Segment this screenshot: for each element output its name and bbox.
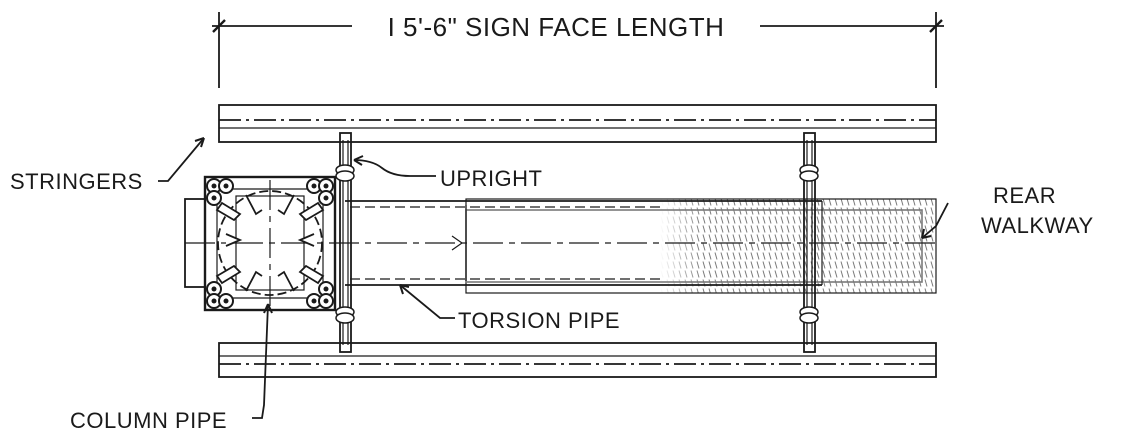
torsion-pipe-leader	[399, 284, 455, 319]
column-pipe-label: COLUMN PIPE	[70, 408, 227, 433]
dimension-label: I 5'-6" SIGN FACE LENGTH	[388, 12, 725, 42]
right-upright	[799, 132, 819, 353]
sign-face-length-dimension: I 5'-6" SIGN FACE LENGTH	[212, 12, 944, 88]
column-connection	[184, 175, 337, 312]
upright-label: UPRIGHT	[440, 166, 543, 191]
bottom-stringer	[218, 342, 937, 378]
gusset-plates	[215, 194, 325, 292]
top-stringer	[218, 104, 937, 143]
upright-leader	[353, 159, 436, 177]
left-upright	[335, 132, 355, 353]
column-pipe-leader	[252, 303, 269, 419]
rear-walkway-label-line1: REAR	[993, 183, 1056, 208]
dimension-tick-left	[212, 19, 226, 33]
torsion-pipe	[345, 200, 823, 286]
dimension-tick-right	[929, 19, 943, 33]
leader-lines	[158, 137, 949, 419]
rear-walkway	[465, 198, 937, 294]
center-line-break	[451, 235, 464, 251]
stringers-leader	[158, 137, 205, 182]
stringers-label: STRINGERS	[10, 169, 143, 194]
torsion-pipe-label: TORSION PIPE	[458, 308, 620, 333]
rear-walkway-label-line2: WALKWAY	[981, 213, 1094, 238]
rear-walkway-leader	[921, 202, 949, 239]
